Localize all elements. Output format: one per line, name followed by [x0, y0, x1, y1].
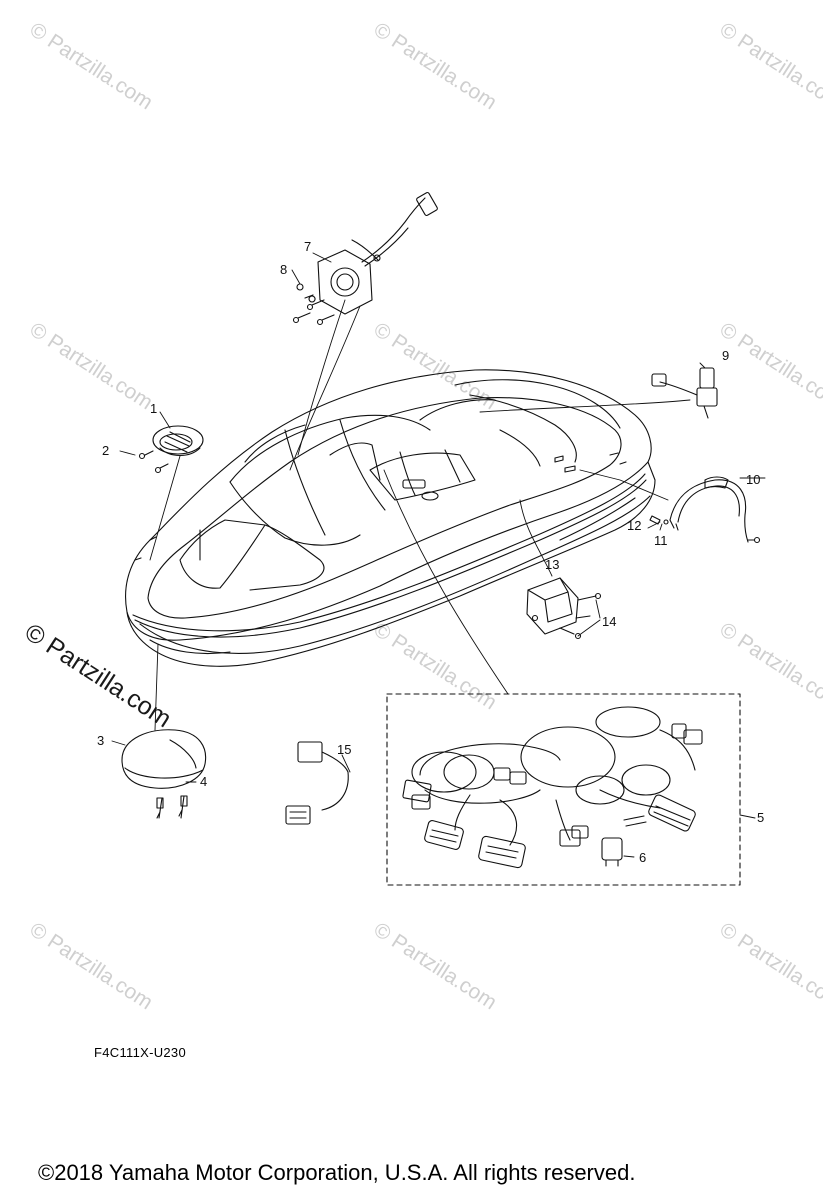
- callout-9: 9: [722, 348, 730, 363]
- harness-part-15: [285, 741, 349, 825]
- callout-6: 6: [639, 850, 647, 865]
- callout-4: 4: [200, 774, 208, 789]
- copyright-notice: ©2018 Yamaha Motor Corporation, U.S.A. A…: [38, 1160, 636, 1185]
- callout-13: 13: [545, 557, 560, 572]
- boat-hull: [125, 369, 656, 667]
- sensor-part-9: [651, 367, 718, 419]
- clip-part-11-12: [649, 515, 669, 525]
- callout-10: 10: [746, 472, 761, 487]
- callout-7: 7: [304, 239, 312, 254]
- speaker-part-1: [138, 425, 204, 474]
- callout-1: 1: [150, 401, 158, 416]
- callout-5: 5: [757, 810, 765, 825]
- callout-11: 11: [654, 533, 668, 548]
- bracket-part-10: [669, 476, 761, 544]
- screws-part-8: [292, 283, 335, 326]
- callout-12: 12: [627, 518, 642, 533]
- callout-2: 2: [102, 443, 110, 458]
- speaker-flange-part-7: [317, 192, 438, 315]
- callout-15: 15: [337, 742, 352, 757]
- callout-3: 3: [97, 733, 105, 748]
- diagram-code: F4C111X-U230: [94, 1045, 186, 1060]
- callout-14: 14: [602, 614, 617, 629]
- wire-harness-part-5: [402, 706, 703, 869]
- module-part-13: [526, 577, 602, 640]
- wire-harness-kit-box: [386, 693, 741, 886]
- callout-8: 8: [280, 262, 288, 277]
- cover-part-3: [121, 729, 207, 819]
- leader-lines: [111, 252, 766, 858]
